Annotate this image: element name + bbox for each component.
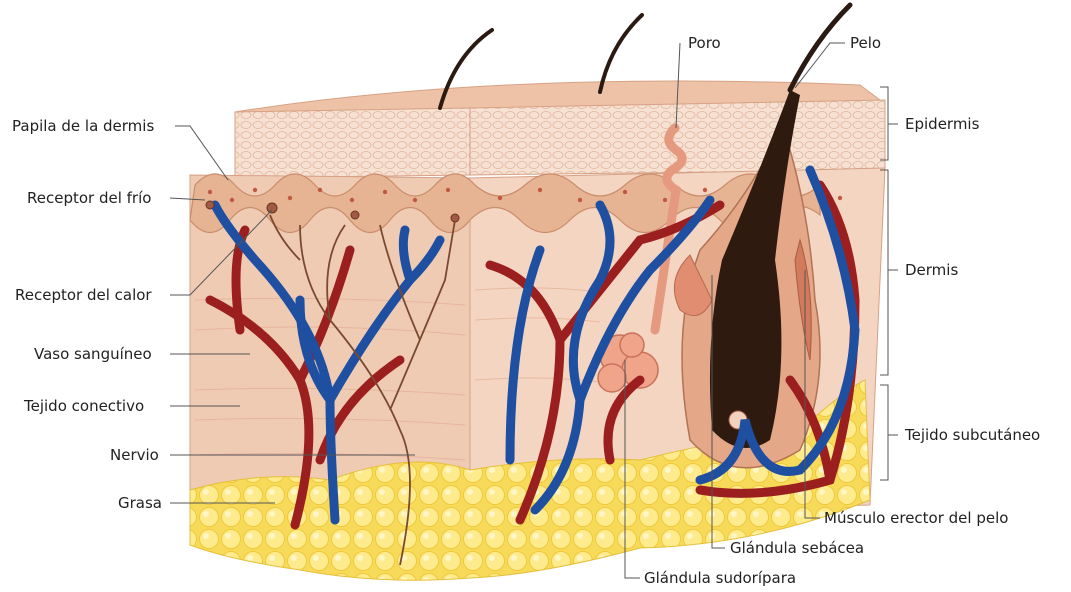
label-papila-dermis: Papila de la dermis [12,117,154,135]
label-glandula-sebacea: Glándula sebácea [730,539,864,557]
label-grasa: Grasa [118,494,162,512]
hair-strand-3 [790,5,850,90]
label-vaso-sanguineo: Vaso sanguíneo [34,345,152,363]
label-receptor-calor: Receptor del calor [15,286,152,304]
label-pelo: Pelo [850,34,881,52]
label-receptor-frio: Receptor del frío [27,189,151,207]
bracket-subcutaneo [880,385,898,480]
label-tejido-subcutaneo: Tejido subcutáneo [905,426,1040,444]
leader-papila [175,126,228,180]
label-epidermis: Epidermis [905,115,979,133]
label-poro: Poro [688,34,721,52]
label-nervio: Nervio [110,446,159,464]
label-musculo-erector: Músculo erector del pelo [824,509,1008,527]
hair-strand-2 [600,15,642,92]
label-glandula-sudoripara: Glándula sudorípara [644,569,796,587]
epidermis-layer [235,108,470,178]
label-dermis: Dermis [905,261,958,279]
label-tejido-conectivo: Tejido conectivo [24,397,144,415]
